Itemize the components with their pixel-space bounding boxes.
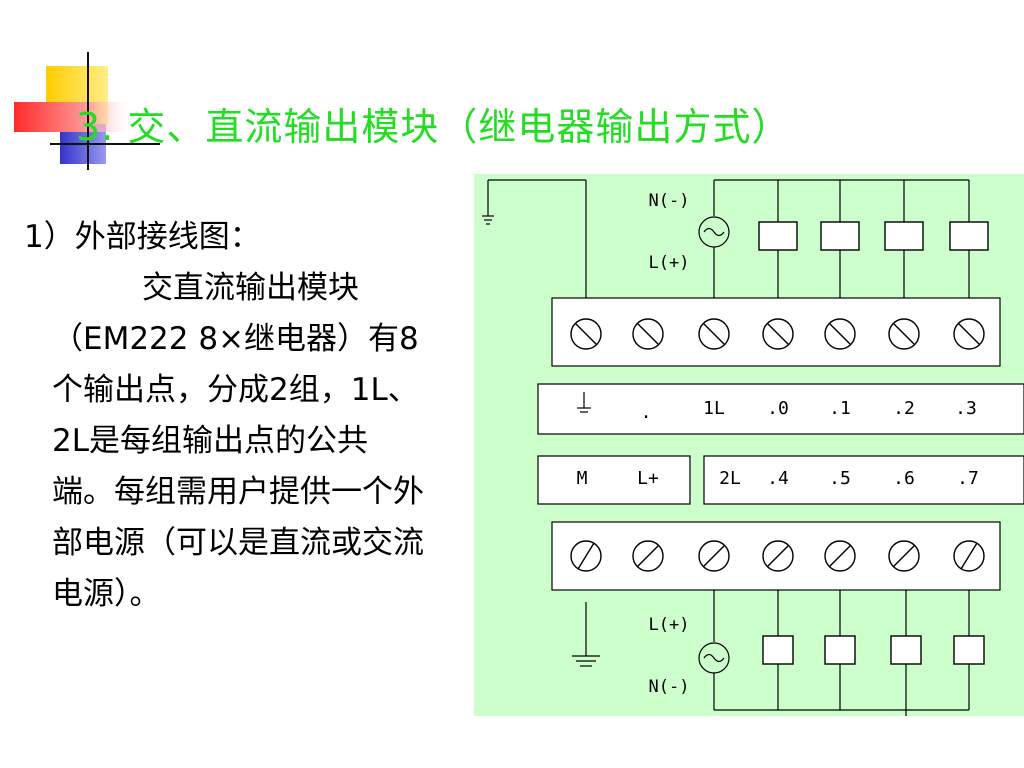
- sub-heading: 1）外部接线图：: [24, 219, 261, 255]
- label-row-1: [537, 383, 1024, 435]
- top-n-label: N(-): [649, 191, 690, 211]
- diagram-background: [474, 174, 1024, 716]
- top-terminal-strip: [551, 297, 1001, 367]
- row2-out-5: .5: [829, 468, 851, 489]
- label-row-2-left: [537, 455, 691, 505]
- row2-out-6: .6: [893, 468, 915, 489]
- row2-out-4: .4: [767, 468, 789, 489]
- sine-wave-icon: [703, 227, 725, 237]
- wiring-diagram: . 1L .0 .1 .2 .3 M L+ 2L .4 .5 .6 .7: [474, 174, 1024, 716]
- relay-coil-icon: [890, 635, 922, 665]
- module-description: 交直流输出模块（EM222 8×继电器）有8个输出点，分成2组，1L、2L是每组…: [52, 270, 424, 612]
- sine-wave-icon: [703, 653, 725, 663]
- text-block: 1）外部接线图： 交直流输出模块（EM222 8×继电器）有8个输出点，分成2组…: [24, 212, 444, 620]
- relay-coil-icon: [758, 221, 798, 251]
- relay-coil-icon: [824, 635, 856, 665]
- row2-m: M: [577, 468, 588, 489]
- relay-coil-icon: [953, 635, 985, 665]
- relay-coil-icon: [949, 221, 989, 251]
- relay-coil-icon: [884, 221, 924, 251]
- row1-out-1: .1: [829, 398, 851, 419]
- row2-lplus: L+: [637, 468, 659, 489]
- row1-out-0: .0: [767, 398, 789, 419]
- bottom-l-label: L(+): [649, 615, 690, 635]
- relay-coil-icon: [762, 635, 794, 665]
- row2-out-7: .7: [957, 468, 979, 489]
- relay-coil-icon: [820, 221, 860, 251]
- row1-out-3: .3: [955, 398, 977, 419]
- row1-dot: .: [641, 402, 652, 423]
- slide-logo: [14, 52, 160, 170]
- slide-title: 3. 交、直流输出模块（继电器输出方式）: [76, 105, 791, 149]
- ground-icon: [577, 392, 591, 413]
- row1-1l: 1L: [703, 398, 725, 419]
- bottom-n-label: N(-): [649, 677, 690, 697]
- top-l-label: L(+): [649, 253, 690, 273]
- label-row-2-right: [703, 455, 1024, 505]
- row2-2l: 2L: [719, 468, 741, 489]
- row1-out-2: .2: [893, 398, 915, 419]
